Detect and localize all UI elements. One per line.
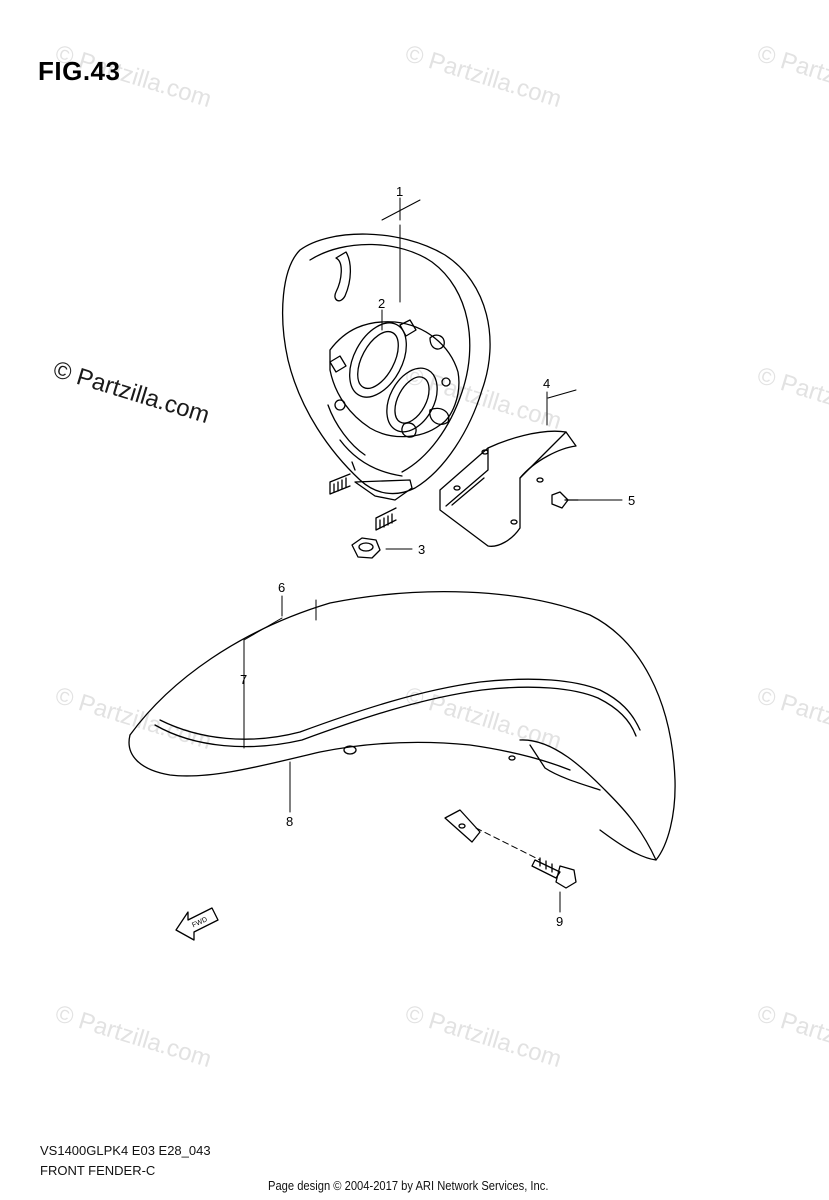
callout-8: 8 <box>286 814 293 829</box>
screw <box>551 491 579 509</box>
callout-6: 6 <box>278 580 285 595</box>
bolt <box>531 857 577 889</box>
callout-5: 5 <box>628 493 635 508</box>
diagram-name: FRONT FENDER-C <box>40 1163 156 1178</box>
diagram-code: VS1400GLPK4 E03 E28_043 <box>40 1143 211 1158</box>
callout-2: 2 <box>378 296 385 311</box>
callout-1: 1 <box>396 184 403 199</box>
callout-7: 7 <box>240 672 247 687</box>
callout-9: 9 <box>556 914 563 929</box>
fwd-arrow-icon <box>175 907 219 941</box>
callout-4: 4 <box>543 376 550 391</box>
headlight-housing <box>281 233 491 531</box>
callout-3: 3 <box>418 542 425 557</box>
bracket <box>439 430 577 547</box>
leader-lines <box>243 197 623 913</box>
page-design-credit: Page design © 2004-2017 by ARI Network S… <box>268 1178 549 1193</box>
nut <box>351 537 381 559</box>
figure-title: FIG.43 <box>38 56 121 86</box>
front-fender <box>128 591 676 861</box>
